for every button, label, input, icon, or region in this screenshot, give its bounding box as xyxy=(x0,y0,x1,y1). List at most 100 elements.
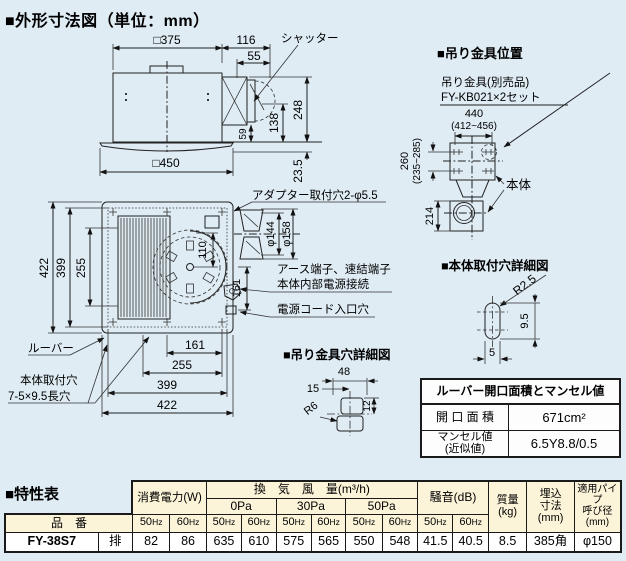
spec-header-hz: 50Hz xyxy=(417,513,454,533)
spec-header-recess: 埋込寸法(mm) xyxy=(526,480,575,533)
spec-value: 575 xyxy=(275,531,312,553)
page-title: ■外形寸法図（単位：mm） xyxy=(5,13,210,30)
body-label: 本体 xyxy=(506,178,532,192)
spec-header-30pa: 30Pa xyxy=(275,497,347,515)
spec-header-pipe: 適用パイプ呼び径(mm) xyxy=(573,480,622,533)
dim-59-label: 59 xyxy=(238,128,249,140)
spec-model: FY-38S7 xyxy=(3,531,99,553)
dim-248-label: 248 xyxy=(291,100,305,120)
spec-header-noise: 騒音(dB) xyxy=(417,480,489,515)
spec-value: 86 xyxy=(169,531,207,553)
dim-440-label: 440 xyxy=(465,108,483,120)
front-view-drawing: 422 399 255 110 161 161 xyxy=(8,201,251,417)
louver-table-row-munsell: マンセル値 (近似値) 6.5Y8.8/0.5 xyxy=(422,431,619,456)
fan-blades xyxy=(165,240,215,294)
spec-header-hz: 60Hz xyxy=(381,513,419,533)
louver-table-row-area: 開 口 面 積 671cm² xyxy=(422,405,619,431)
spec-header-hz: 50Hz xyxy=(275,513,312,533)
dim-5-label: 5 xyxy=(489,347,495,359)
munsell-label: マンセル値 (近似値) xyxy=(422,431,509,456)
spec-value: 550 xyxy=(345,531,383,553)
spec-table: 消費電力(W) 換 気 風 量(m³/h) 騒音(dB) 質量(kg) 埋込寸法… xyxy=(3,480,622,553)
spec-value: φ150 xyxy=(573,531,622,553)
bracket-hole-detail-title: ■吊り金具穴詳細図 xyxy=(283,347,391,362)
spec-value: 610 xyxy=(241,531,277,553)
spec-value: 8.5 xyxy=(487,531,528,553)
spec-value: 82 xyxy=(131,531,171,553)
spec-header-hz: 50Hz xyxy=(345,513,383,533)
dim-12-label: 12 xyxy=(362,400,373,412)
spec-header-airflow: 換 気 風 量(m³/h) xyxy=(205,480,419,499)
area-label: 開 口 面 積 xyxy=(422,405,509,430)
munsell-label-line1: マンセル値 xyxy=(437,430,493,443)
dim-138-label: 138 xyxy=(267,113,281,133)
spec-header-hz: 50Hz xyxy=(205,513,243,533)
dim-55-label: 55 xyxy=(247,49,261,63)
internal-power-label: 本体内部電源接続 xyxy=(277,277,369,291)
munsell-label-line2: (近似値) xyxy=(444,442,486,455)
body-hole-detail-drawing: ■本体取付穴詳細図 R2.5 9.5 5 xyxy=(441,258,549,364)
dim-48-label: 48 xyxy=(338,366,350,378)
dim-161-right-label: 161 xyxy=(231,279,243,297)
munsell-value: 6.5Y8.8/0.5 xyxy=(530,436,598,451)
louver-area-table: ルーバー開口面積とマンセル値 開 口 面 積 671cm² マンセル値 (近似値… xyxy=(420,378,621,458)
dim-422-bottom-label: 422 xyxy=(157,398,177,412)
spec-header-50pa: 50Pa xyxy=(345,497,419,515)
spec-ghost-cell xyxy=(5,481,132,498)
dim-255-bottom-label: 255 xyxy=(172,358,192,372)
dim-110-label: 110 xyxy=(197,241,209,259)
dim-399-left-label: 399 xyxy=(54,258,68,278)
dim-158-label: φ158 xyxy=(281,221,293,247)
spec-value: 41.5 xyxy=(417,531,454,553)
side-view-drawing: □375 116 55 シャッター 248 138 59 23.5 □450 xyxy=(99,32,339,183)
earth-terminal-label: アース端子、速結端子 xyxy=(277,262,391,276)
dim-375-label: □375 xyxy=(153,33,181,47)
bracket-hole-detail-drawing: ■吊り金具穴詳細図 48 15 12 R6 xyxy=(283,347,391,436)
louver-label: ルーバー xyxy=(28,342,74,355)
dim-440-range-label: (412~456) xyxy=(451,121,497,132)
dim-422-left-label: 422 xyxy=(37,258,51,278)
body-hole-detail-title: ■本体取付穴詳細図 xyxy=(441,258,549,273)
spec-header-power: 消費電力(W) xyxy=(131,480,207,515)
bracket-note-1: 吊り金具(別売品) xyxy=(441,75,529,89)
dim-144-label: φ144 xyxy=(265,221,277,247)
mount-hole-label-2: 7-5×9.5長穴 xyxy=(8,389,71,403)
dim-9-5-label: 9.5 xyxy=(519,313,531,328)
adapter-detail-drawing: アダプター取付穴2-φ5.5 φ144 φ158 xyxy=(233,188,386,260)
adapter-hole-label: アダプター取付穴2-φ5.5 xyxy=(252,188,378,202)
dim-116-label: 116 xyxy=(236,33,255,47)
spec-table-title: ■特性表 xyxy=(5,486,60,503)
dim-255-left-label: 255 xyxy=(74,258,88,278)
spec-header-hz: 60Hz xyxy=(452,513,489,533)
louver-table-title: ルーバー開口面積とマンセル値 xyxy=(422,380,619,405)
dim-450-label: □450 xyxy=(152,156,180,170)
dim-15-label: 15 xyxy=(307,383,319,395)
mount-hole-label-1: 本体取付穴 xyxy=(20,373,78,387)
spec-header-hz: 60Hz xyxy=(310,513,347,533)
spec-header-hz: 60Hz xyxy=(169,513,207,533)
bracket-position-title: ■吊り金具位置 xyxy=(437,46,523,61)
radius-r6-label: R6 xyxy=(302,400,320,418)
dim-23-5-label: 23.5 xyxy=(291,159,305,183)
spec-value: 385角 xyxy=(526,531,575,553)
spec-value: 635 xyxy=(205,531,243,553)
spec-header-product: 品 番 xyxy=(3,513,133,533)
dim-260-label: 260 xyxy=(399,152,411,170)
spec-type: 排 xyxy=(97,531,133,553)
shutter-label: シャッター xyxy=(281,32,339,45)
spec-value: 548 xyxy=(381,531,419,553)
area-value: 671cm² xyxy=(542,410,586,425)
spec-value: 40.5 xyxy=(452,531,489,553)
terminal-labels: アース端子、速結端子 本体内部電源接続 電源コード入口穴 xyxy=(239,262,392,318)
dim-214-label: 214 xyxy=(424,207,436,225)
spec-header-hz: 50Hz xyxy=(131,513,171,533)
dim-161-bottom-label: 161 xyxy=(185,338,205,352)
cord-hole-label: 電源コード入口穴 xyxy=(277,302,369,316)
dim-260-range-label: (235~285) xyxy=(412,138,423,184)
dimension-drawings: □375 116 55 シャッター 248 138 59 23.5 □450 xyxy=(8,32,611,436)
spec-value: 565 xyxy=(310,531,347,553)
bracket-position-drawing: ■吊り金具位置 吊り金具(別売品) FY-KB021×2セット 440 (412… xyxy=(399,46,611,240)
bracket-note-2: FY-KB021×2セット xyxy=(441,91,541,104)
spec-header-0pa: 0Pa xyxy=(205,497,277,515)
